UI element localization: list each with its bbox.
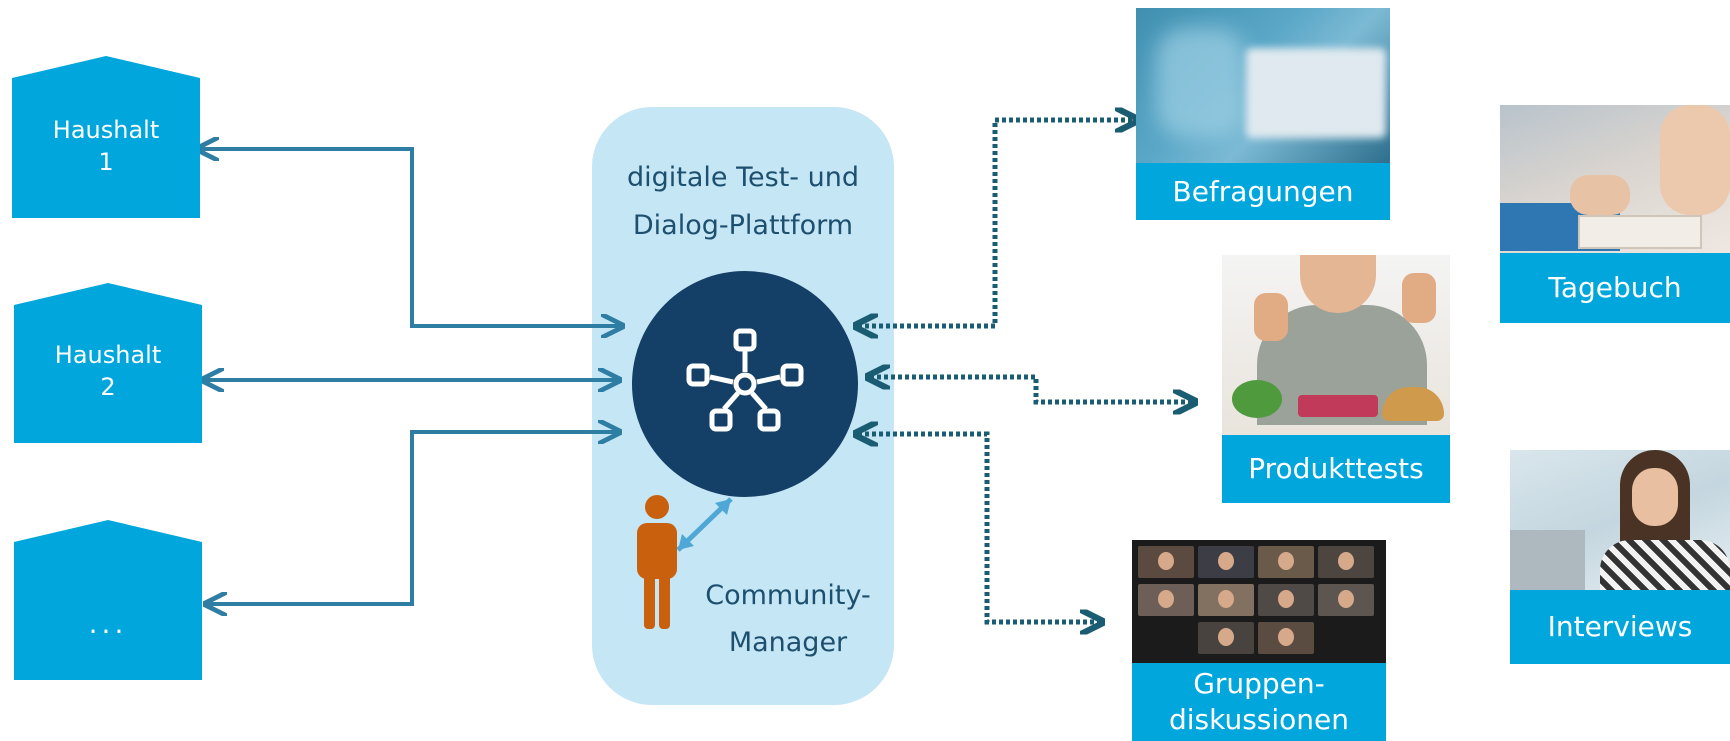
produkttests-photo [1222, 255, 1450, 435]
household-2: Haushalt 2 [14, 283, 202, 443]
house-shape-icon [14, 520, 202, 680]
household-1-number: 1 [98, 148, 114, 176]
platform-hub [632, 271, 858, 497]
gruppen-label-line1: Gruppen- [1193, 667, 1325, 700]
gruppendiskussionen-label: Gruppen- diskussionen [1132, 663, 1386, 741]
household-more-label: ... [88, 607, 128, 640]
arrow-haushalt-more [208, 432, 617, 604]
platform-title: digitale Test- und Dialog-Plattform [592, 154, 894, 250]
household-more: ... [14, 520, 202, 680]
household-2-number: 2 [100, 373, 116, 401]
community-manager-figure [637, 495, 733, 629]
household-2-label: Haushalt [54, 341, 162, 369]
platform-title-line1: digitale Test- und [627, 162, 859, 193]
arrow-gruppen [858, 434, 1100, 622]
house-shape-icon [12, 56, 200, 218]
gruppen-label-line2: diskussionen [1168, 703, 1350, 736]
manager-label-line1: Community- [705, 580, 871, 611]
befragungen-label: Befragungen [1136, 163, 1390, 220]
produkttests-label: Produkttests [1222, 435, 1450, 503]
network-hub-icon [686, 328, 804, 432]
house-shape-icon [14, 283, 202, 443]
arrow-haushalt-1 [200, 149, 620, 326]
method-tagebuch: Tagebuch [1500, 105, 1730, 323]
interviews-label: Interviews [1510, 590, 1730, 664]
gruppendiskussionen-photo [1132, 540, 1386, 663]
manager-label-line2: Manager [728, 627, 848, 658]
tagebuch-photo [1500, 105, 1730, 253]
tagebuch-label: Tagebuch [1500, 253, 1730, 323]
method-produkttests: Produkttests [1222, 255, 1450, 503]
method-befragungen: Befragungen [1136, 8, 1390, 220]
household-1-label: Haushalt [52, 116, 160, 144]
platform-title-line2: Dialog-Plattform [632, 210, 854, 241]
arrow-befragungen [858, 120, 1135, 326]
community-manager-label: Community- Manager [678, 572, 898, 666]
method-interviews: Interviews [1510, 450, 1730, 664]
befragungen-photo [1136, 8, 1390, 163]
household-1: Haushalt 1 [12, 56, 200, 218]
interviews-photo [1510, 450, 1730, 590]
arrow-produkttests [870, 377, 1193, 402]
method-gruppendiskussionen: Gruppen- diskussionen [1132, 540, 1386, 741]
